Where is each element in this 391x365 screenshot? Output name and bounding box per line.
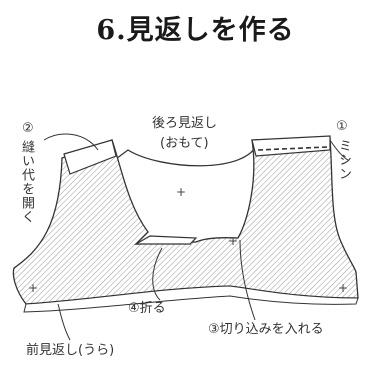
leader-step4 [152,247,163,301]
front-facing-piece [12,137,359,305]
seam-allowance-band [23,285,359,313]
step1-text: ミシン [336,139,351,181]
step2-text: 縫い代を開く [19,140,34,224]
page-title: 6.見返しを作る [96,15,295,46]
plus-mark: + [176,185,186,199]
step3-label: ③切り込みを入れる [208,322,324,337]
leader-step3 [239,239,256,321]
stitch-line [257,146,329,151]
left-shoulder-allowance [63,139,117,175]
leader-step2 [43,133,99,151]
leader-step1 [329,139,349,161]
step2-number: ② [22,121,34,136]
front-facing-label: 前見返し(うら) [26,343,115,358]
plus-mark: + [228,234,238,248]
leader-front [57,303,71,341]
fold-notch [133,235,198,245]
step1-number: ① [336,119,348,134]
plus-mark: + [338,281,348,295]
back-facing-sublabel: (おもて) [160,136,209,151]
right-shoulder-allowance [251,135,331,157]
step4-label: ④折る [128,301,166,316]
minus-mark: − [182,237,192,251]
plus-mark: + [28,281,38,295]
back-facing-label: 後ろ見返し [152,116,218,131]
